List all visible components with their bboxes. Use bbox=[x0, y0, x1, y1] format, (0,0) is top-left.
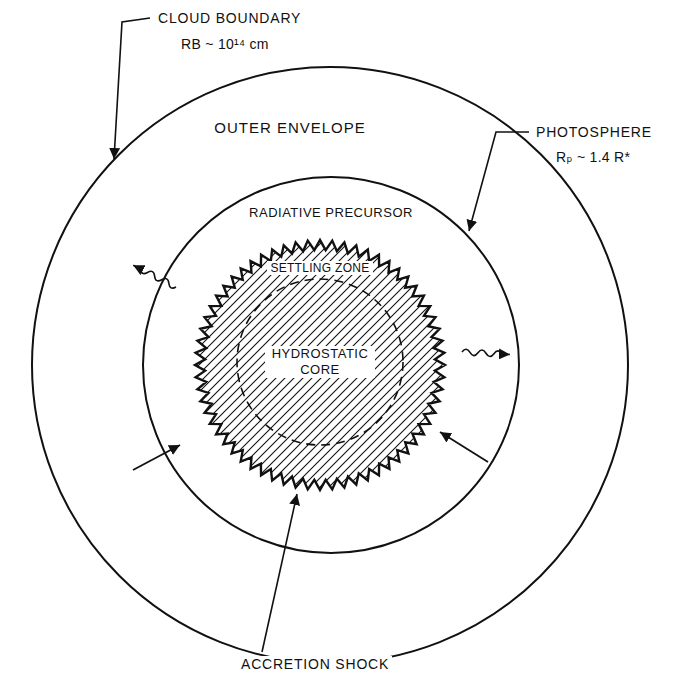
callout-label: RB ~ 10¹⁴ cm bbox=[178, 36, 272, 53]
radiation-arrow-path bbox=[462, 349, 510, 358]
radiation-arrow bbox=[462, 349, 510, 358]
circle-outline bbox=[32, 67, 628, 663]
zone-circle: OUTER ENVELOPE RADIATIVE PRECURSOR SETTLIN… bbox=[30, 65, 630, 665]
zone-circle: HYDROSTATIC CORE bbox=[235, 277, 405, 447]
zone-label: RADIATIVE PRECURSOR bbox=[246, 205, 416, 221]
zone-label: HYDROSTATIC CORE bbox=[265, 346, 375, 377]
callout-label: ACCRETION SHOCK bbox=[238, 656, 392, 673]
leader-line bbox=[114, 18, 150, 159]
shock-outline bbox=[195, 240, 445, 490]
core-outline bbox=[237, 279, 403, 445]
leader-line bbox=[262, 494, 297, 652]
callout-label: CLOUD BOUNDARY bbox=[155, 10, 304, 27]
callout-label: PHOTOSPHERE bbox=[533, 124, 655, 141]
circle-outline bbox=[143, 177, 519, 553]
leader-line bbox=[469, 132, 529, 231]
infall-arrow bbox=[440, 432, 488, 462]
shock-region: SETTLING ZONE HYDROSTATIC CORE bbox=[192, 237, 448, 493]
callout-label: Rₚ ~ 1.4 R* bbox=[553, 149, 633, 166]
zone-label: OUTER ENVELOPE bbox=[211, 119, 369, 137]
zone-label: SETTLING ZONE bbox=[267, 261, 372, 275]
zone-circle: RADIATIVE PRECURSOR SETTLING ZONE HYDROSTA… bbox=[141, 175, 521, 555]
